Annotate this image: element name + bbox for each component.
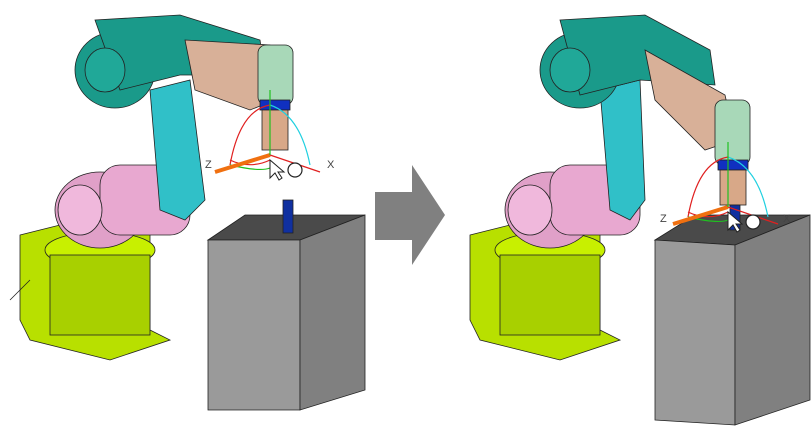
axis-label-z: Z [660, 213, 667, 225]
right-arrow-icon [375, 165, 445, 265]
target-peg [282, 199, 294, 234]
axis-label-z: Z [205, 159, 212, 171]
box-front [207, 239, 301, 411]
box-front [654, 239, 736, 426]
axis-label-x: X [783, 213, 791, 225]
axis-label-x: X [327, 159, 335, 171]
box-side [299, 214, 366, 411]
panel-before: Z X [9, 14, 366, 411]
transform-gizmo[interactable]: Z X [660, 140, 791, 234]
panel-after: Z X [469, 14, 811, 426]
box-side [734, 214, 811, 426]
transform-gizmo[interactable]: Z X [205, 88, 335, 182]
